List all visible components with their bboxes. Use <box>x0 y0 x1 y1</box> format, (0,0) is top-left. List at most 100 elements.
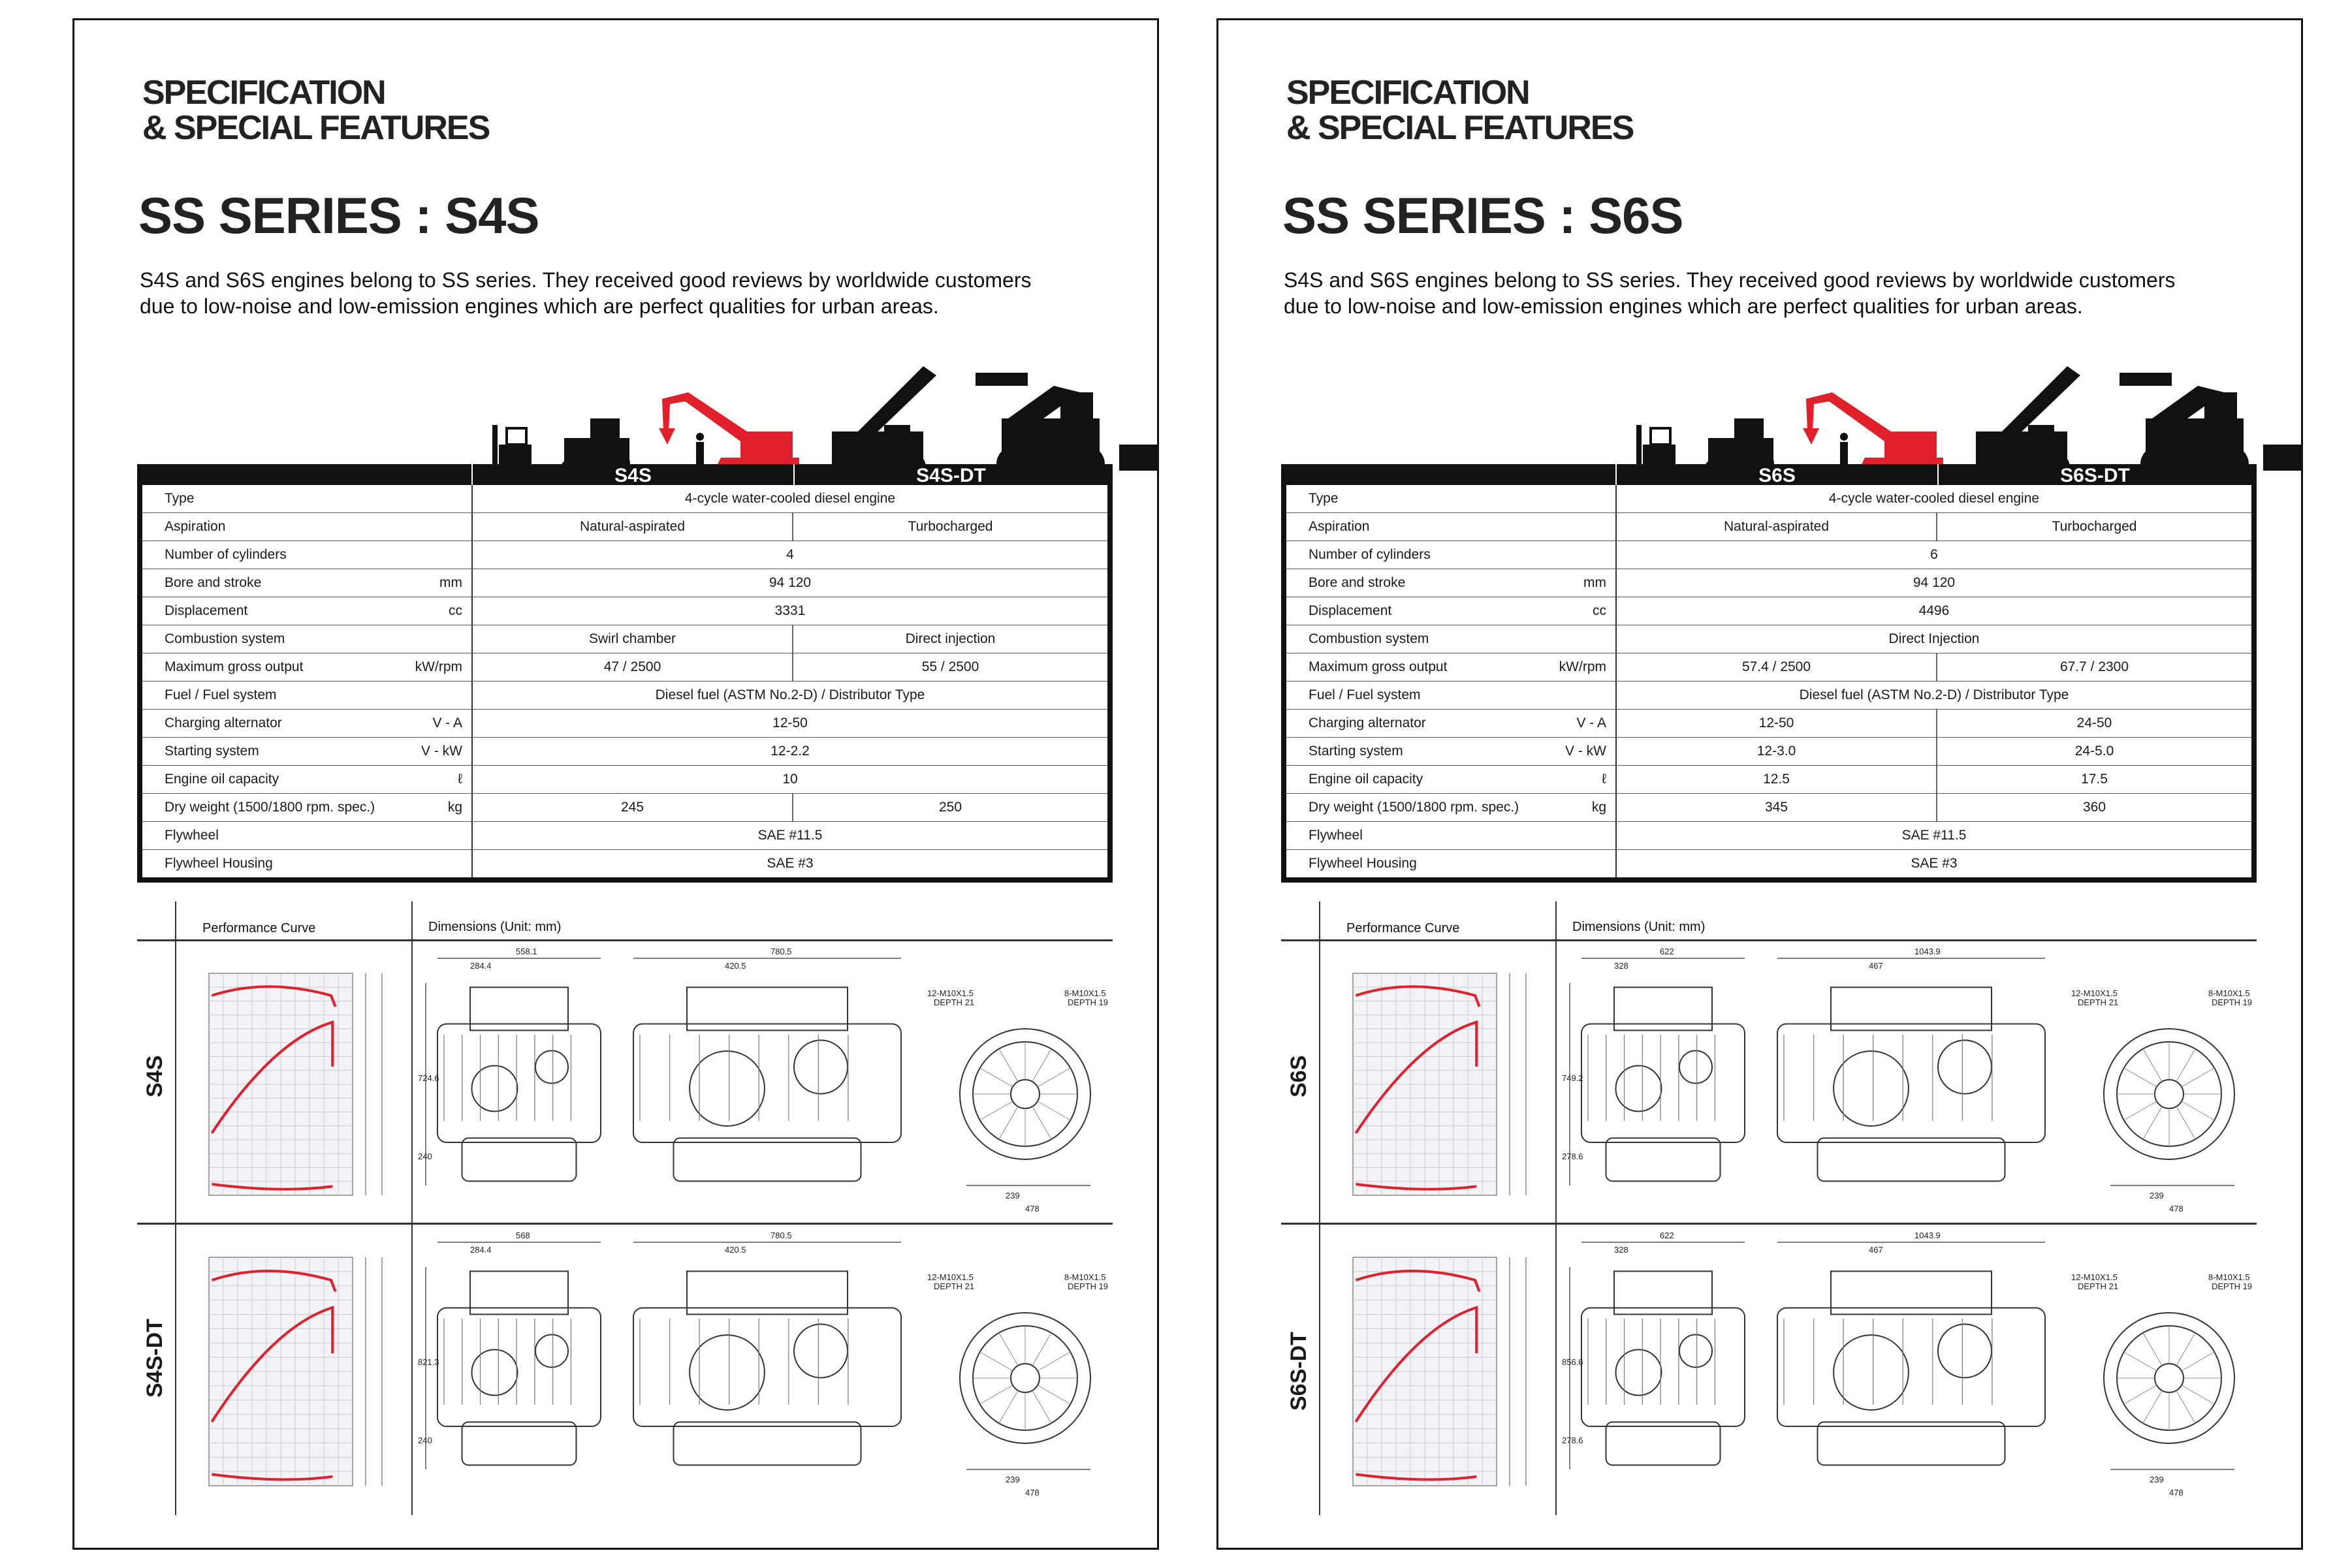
side-label-a: S6S <box>1286 1055 1311 1097</box>
dimension-label: 467 <box>1869 1245 1883 1255</box>
dimension-label: 328 <box>1614 961 1628 971</box>
spec-row: Number of cylinders 6 <box>1286 541 2251 569</box>
spec-value-b: Direct injection <box>905 631 996 646</box>
spec-label: Type <box>142 485 473 512</box>
model-a-header: S6S <box>1617 464 1939 486</box>
spec-label: Combustion system <box>1286 625 1617 653</box>
side-label-a: S4S <box>142 1055 167 1097</box>
spec-label-text: Maximum gross output <box>1309 659 1448 674</box>
engine-side-view <box>1777 1270 2046 1466</box>
dimension-label: 478 <box>2169 1488 2183 1497</box>
dimension-drawing-b: 6223281043.9467856.6278.612-M10X1.5DEPTH… <box>1562 1231 2252 1497</box>
output-curve <box>210 1020 334 1134</box>
spec-value: 4496 <box>1918 603 1950 618</box>
spec-label-text: Fuel / Fuel system <box>165 687 277 702</box>
spec-value: 4-cycle water-cooled diesel engine <box>1828 491 2040 506</box>
spec-value: 6 <box>1930 547 1938 562</box>
spec-value-a: 12.5 <box>1617 766 1937 793</box>
spec-value-b: 250 <box>938 800 962 815</box>
spec-value-a: 345 <box>1617 794 1937 821</box>
spec-label: Aspiration <box>142 513 473 541</box>
torque-curve <box>1355 985 1481 1007</box>
torque-curve <box>211 1270 337 1293</box>
spec-value: 94 120 <box>1913 575 1956 590</box>
spec-unit: mm <box>1583 575 1606 590</box>
dimension-label: 856.6 <box>1562 1357 1583 1367</box>
spec-label: Combustion system <box>142 625 473 653</box>
spec-label-text: Flywheel <box>1309 828 1363 843</box>
header-line-2: & SPECIAL FEATURES <box>142 109 490 147</box>
spec-value: Direct Injection <box>1888 631 1980 646</box>
spec-label-text: Engine oil capacity <box>165 772 279 787</box>
chart-grid <box>1352 973 1497 1196</box>
spec-unit: ℓ <box>1602 772 1606 787</box>
intro-text: S4S and S6S engines belong to SS series.… <box>1284 267 2250 319</box>
spec-label-text: Flywheel Housing <box>165 856 273 871</box>
spec-row: Charging alternator V - A 12-50 <box>142 709 1107 737</box>
spec-label-text: Type <box>1309 491 1339 506</box>
dimension-label: DEPTH 19 <box>1068 1281 1108 1291</box>
spec-page-s6s: SPECIFICATION & SPECIAL FEATURES SS SERI… <box>1216 18 2303 1550</box>
spec-label: Number of cylinders <box>142 541 473 569</box>
dimension-label: DEPTH 21 <box>2078 1281 2118 1291</box>
spec-label: Number of cylinders <box>1286 541 1617 569</box>
dimension-label: 12-M10X1.5 <box>927 988 974 998</box>
series-title: SS SERIES : S4S <box>138 187 540 244</box>
spec-unit: cc <box>449 603 462 618</box>
spec-label-text: Number of cylinders <box>1309 547 1431 562</box>
flywheel-view <box>959 1028 1091 1160</box>
model-b-header: S4S-DT <box>916 465 986 486</box>
dimension-label: 821.3 <box>418 1357 439 1367</box>
spec-unit: V - kW <box>421 744 462 759</box>
engine-side-view <box>633 986 902 1182</box>
engine-front-view <box>437 1270 601 1466</box>
spec-label-text: Charging alternator <box>165 715 282 730</box>
spec-value: 4 <box>786 547 794 562</box>
spec-value-b: 360 <box>2082 800 2106 815</box>
spec-unit: ℓ <box>458 772 462 787</box>
page-header: SPECIFICATION & SPECIAL FEATURES <box>1286 75 1634 146</box>
spec-label-text: Starting system <box>1309 744 1403 759</box>
engine-front-view <box>1581 986 1745 1182</box>
dimension-drawing-a: 558.1284.4780.5420.5724.624012-M10X1.5DE… <box>418 947 1108 1214</box>
intro-line-2: due to low-noise and low-emission engine… <box>140 294 939 318</box>
dimension-label: 8-M10X1.5 <box>2208 988 2250 998</box>
spec-value: 12-50 <box>772 715 808 730</box>
side-label-b: S4S-DT <box>142 1319 167 1398</box>
dimension-label: 478 <box>1025 1204 1040 1214</box>
spec-unit: V - A <box>432 715 462 730</box>
dimension-label: 240 <box>418 1435 432 1445</box>
output-curve <box>1354 1020 1478 1134</box>
fuel-curve <box>212 1183 333 1191</box>
spec-value-b: 24-5.0 <box>2074 744 2114 759</box>
header-line-1: SPECIFICATION <box>142 74 387 112</box>
dimension-label: 278.6 <box>1562 1152 1583 1161</box>
spec-unit: mm <box>439 575 462 590</box>
spec-row: Number of cylinders 4 <box>142 541 1107 569</box>
spec-value: 3331 <box>774 603 806 618</box>
spec-label-text: Charging alternator <box>1309 715 1426 730</box>
intro-line-2: due to low-noise and low-emission engine… <box>1284 294 2083 318</box>
spec-label: Fuel / Fuel system <box>142 682 473 709</box>
engine-front-view <box>437 986 601 1182</box>
flywheel-view <box>959 1312 1091 1444</box>
spec-value: SAE #11.5 <box>1901 828 1967 843</box>
spec-row: Type 4-cycle water-cooled diesel engine <box>1286 485 2251 512</box>
drawings-section: Performance Curve Dimensions (Unit: mm) … <box>1281 902 2257 1522</box>
spec-value-b: 17.5 <box>2081 772 2108 787</box>
series-title: SS SERIES : S6S <box>1282 187 1684 244</box>
spec-value: 4-cycle water-cooled diesel engine <box>684 491 896 506</box>
spec-page-s4s: SPECIFICATION & SPECIAL FEATURES SS SERI… <box>72 18 1159 1550</box>
drawings-section: Performance Curve Dimensions (Unit: mm) … <box>137 902 1113 1522</box>
page-header: SPECIFICATION & SPECIAL FEATURES <box>142 74 490 147</box>
